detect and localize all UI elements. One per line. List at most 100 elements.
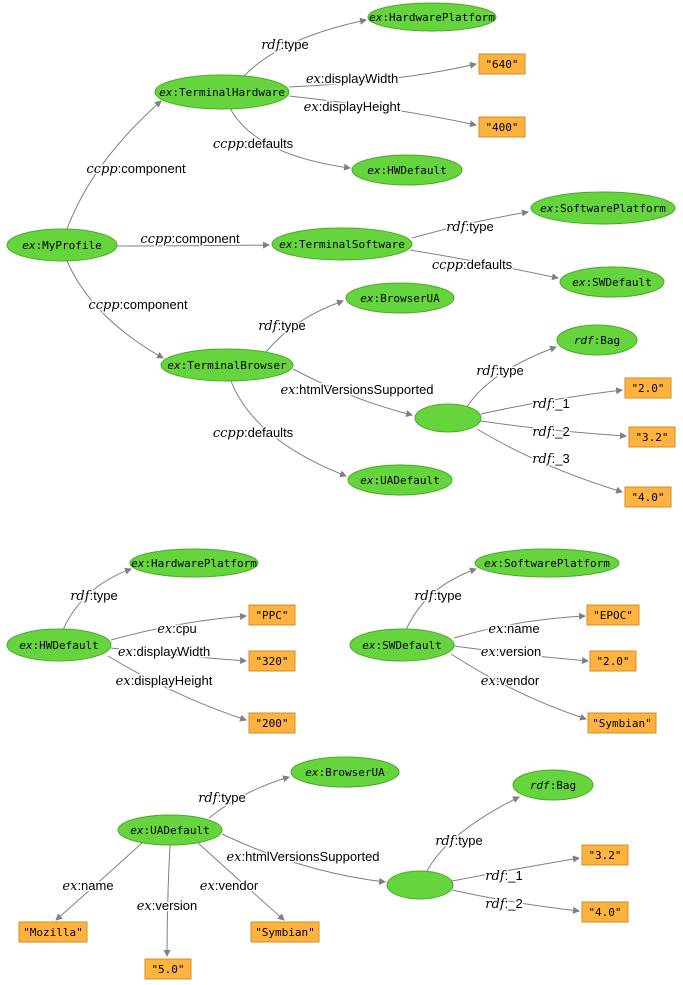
edge-swdefault-vendor bbox=[450, 653, 587, 721]
node-label-terminal-hardware: ex:TerminalHardware bbox=[159, 86, 285, 99]
edge-label-terminalhardware-rdf-type: rdf:type bbox=[261, 37, 309, 53]
literal-symbian-ua: "Symbian" bbox=[250, 921, 320, 943]
literal-box-200 bbox=[248, 712, 296, 734]
node-label-hardware-platform-hw: ex:HardwarePlatform bbox=[131, 557, 257, 570]
edge-label-terminalsoftware-defaults: ccpp:defaults bbox=[432, 257, 513, 273]
edge-bnode-ua-rdf-type bbox=[426, 796, 520, 872]
literal-label-epoc: "EPOC" bbox=[593, 609, 633, 622]
literal-box-mozilla bbox=[18, 921, 88, 943]
edge-myprofile-component-software bbox=[116, 241, 271, 249]
edge-terminalsoftware-defaults bbox=[409, 249, 560, 281]
node-label-terminal-software: ex:TerminalSoftware bbox=[279, 238, 405, 251]
edge-uadefault-vendor bbox=[197, 842, 285, 921]
edge-label-swdefault-name: ex:name bbox=[488, 621, 539, 637]
literal-label-4-0-ua: "4.0" bbox=[588, 906, 621, 919]
node-label-software-platform-sw: ex:SoftwarePlatform bbox=[484, 557, 610, 570]
node-rdf-bag-main: rdf:Bag bbox=[556, 324, 638, 356]
literal-box-2-0-sw bbox=[589, 650, 637, 672]
literal-4-0-main: "4.0" bbox=[624, 486, 672, 508]
node-ua-default-main: ex:UADefault bbox=[347, 464, 453, 496]
literal-200: "200" bbox=[248, 712, 296, 734]
literal-label-symbian-sw: "Symbian" bbox=[592, 717, 652, 730]
edge-label-uadefault-version: ex:version bbox=[137, 898, 198, 914]
edge-swdefault-name bbox=[453, 612, 587, 639]
literal-label-400: "400" bbox=[485, 121, 518, 134]
edge-uadefault-version bbox=[163, 844, 171, 958]
node-ellipse-browser-ua-ua bbox=[290, 756, 400, 788]
literal-box-ppc bbox=[248, 604, 296, 626]
node-ellipse-bnode-main bbox=[414, 403, 482, 433]
node-ellipse-terminal-browser bbox=[160, 348, 294, 382]
literal-box-400 bbox=[478, 116, 526, 138]
literal-box-symbian-ua bbox=[250, 921, 320, 943]
node-label-terminal-browser: ex:TerminalBrowser bbox=[167, 359, 287, 372]
literal-2-0-main: "2.0" bbox=[624, 377, 672, 399]
node-hw-default-main: ex:HWDefault bbox=[351, 154, 463, 186]
edge-swdefault-rdf-type bbox=[405, 567, 477, 631]
edge-hwdefault-rdf-type bbox=[62, 567, 132, 631]
node-ellipse-terminal-software bbox=[271, 227, 413, 261]
edge-bnode-ua-rdf-2 bbox=[451, 889, 581, 914]
edge-label-hwdefault-cpu: ex:cpu bbox=[157, 621, 197, 637]
edge-label-bnode-main-rdf-1: rdf:_1 bbox=[532, 396, 569, 412]
literal-box-3-2-main bbox=[628, 426, 676, 448]
node-ellipse-ua-default-main bbox=[347, 464, 453, 496]
node-ellipse-hw-default bbox=[6, 628, 112, 662]
node-label-hw-default: ex:HWDefault bbox=[19, 639, 98, 652]
literal-label-2-0-sw: "2.0" bbox=[596, 655, 629, 668]
node-software-platform-main: ex:SoftwarePlatform bbox=[530, 191, 676, 225]
node-sw-default-main: ex:SWDefault bbox=[559, 266, 665, 298]
node-ellipse-sw-default-main bbox=[559, 266, 665, 298]
node-ellipse-ua-default bbox=[117, 814, 223, 846]
edge-label-bnode-ua-rdf-type: rdf:type bbox=[435, 833, 483, 849]
node-ellipse-browser-ua-main bbox=[345, 282, 455, 314]
edge-terminalbrowser-defaults bbox=[230, 380, 347, 478]
edge-label-hwdefault-displaywidth: ex:displayWidth bbox=[118, 644, 210, 660]
literal-label-symbian-ua: "Symbian" bbox=[255, 926, 315, 939]
node-hardware-platform-main: ex:HardwarePlatform bbox=[367, 2, 497, 32]
edge-label-terminalhardware-displaywidth: ex:displayWidth bbox=[306, 71, 398, 87]
node-label-sw-default: ex:SWDefault bbox=[362, 639, 441, 652]
node-browser-ua-main: ex:BrowserUA bbox=[345, 282, 455, 314]
edge-bnode-main-rdf-type bbox=[466, 345, 557, 408]
literal-box-640 bbox=[478, 53, 526, 75]
edge-label-terminalbrowser-htmlversions: ex:htmlVersionsSupported bbox=[280, 382, 433, 398]
edge-terminalhardware-rdf-type bbox=[242, 17, 368, 78]
literal-label-2-0-main: "2.0" bbox=[631, 382, 664, 395]
literal-3-2-ua: "3.2" bbox=[581, 844, 629, 866]
literal-400: "400" bbox=[478, 116, 526, 138]
edge-myprofile-component-browser bbox=[66, 260, 164, 359]
edge-bnode-main-rdf-2 bbox=[480, 420, 628, 440]
literal-5-0: "5.0" bbox=[144, 958, 192, 980]
literal-box-4-0-ua bbox=[581, 901, 629, 923]
edge-bnode-ua-rdf-1 bbox=[451, 855, 581, 882]
node-label-browser-ua-ua: ex:BrowserUA bbox=[305, 766, 385, 779]
edge-uadefault-rdf-type bbox=[208, 775, 291, 819]
literal-label-mozilla: "Mozilla" bbox=[23, 926, 83, 939]
literal-epoc: "EPOC" bbox=[586, 604, 640, 626]
node-label-my-profile: ex:MyProfile bbox=[22, 239, 101, 252]
literal-label-4-0-main: "4.0" bbox=[631, 491, 664, 504]
node-bnode-main bbox=[414, 403, 482, 433]
node-ellipse-software-platform-sw bbox=[474, 548, 620, 578]
literal-box-320 bbox=[248, 650, 296, 672]
node-label-rdf-bag-main: rdf:Bag bbox=[574, 334, 620, 347]
edge-label-terminalhardware-defaults: ccpp:defaults bbox=[213, 136, 294, 152]
node-ellipse-hw-default-main bbox=[351, 154, 463, 186]
node-ellipse-sw-default bbox=[349, 628, 455, 662]
node-sw-default: ex:SWDefault bbox=[349, 628, 455, 662]
edge-terminalhardware-displayheight bbox=[288, 95, 478, 128]
node-ellipse-hardware-platform-hw bbox=[129, 548, 259, 578]
literal-2-0-sw: "2.0" bbox=[589, 650, 637, 672]
node-terminal-software: ex:TerminalSoftware bbox=[271, 227, 413, 261]
node-ellipse-rdf-bag-ua bbox=[512, 769, 594, 801]
node-terminal-hardware: ex:TerminalHardware bbox=[154, 74, 290, 110]
node-hw-default: ex:HWDefault bbox=[6, 628, 112, 662]
literal-box-5-0 bbox=[144, 958, 192, 980]
literal-label-3-2-main: "3.2" bbox=[635, 431, 668, 444]
edge-swdefault-version bbox=[453, 645, 590, 664]
literal-symbian-sw: "Symbian" bbox=[587, 712, 657, 734]
edge-label-myprofile-component-browser: ccpp:component bbox=[88, 297, 188, 313]
